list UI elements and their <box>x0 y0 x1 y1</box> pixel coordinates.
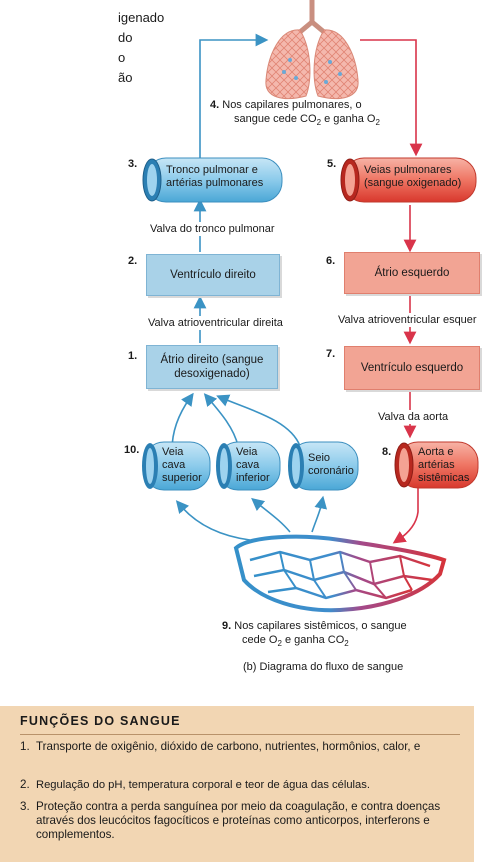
right-atrium-box: Átrio direito (sangue desoxigenado) <box>146 345 278 389</box>
step-4-line2-mid: e ganha O <box>321 113 376 125</box>
vena-cava-superior-label: Veia cava superior <box>162 446 202 484</box>
lungs-illustration <box>265 0 359 100</box>
step-9-sub1: 2 <box>277 639 282 649</box>
systemic-capillaries-illustration <box>233 534 447 613</box>
step-4-line2-pre: sangue cede CO <box>234 113 317 125</box>
legend-line-4: ão <box>118 70 133 85</box>
function-item: 2. Regulação do pH, temperatura corporal… <box>20 778 460 794</box>
function-item-text: Regulação do pH, temperatura corporal e … <box>36 779 370 791</box>
figure-caption: (b) Diagrama do fluxo de sangue <box>243 661 404 673</box>
step-3-number: 3. <box>128 158 138 170</box>
coronary-sinus-tube <box>288 441 359 491</box>
aorta-label: Aorta e artérias sistêmicas <box>418 446 470 484</box>
step-4-sub2: 2 <box>375 118 380 128</box>
step-4-line1: Nos capilares pulmonares, o <box>222 99 362 111</box>
function-item-number: 1. <box>20 740 30 753</box>
blood-flow-diagram <box>142 0 479 613</box>
vena-cava-inferior-tube <box>216 441 281 491</box>
arrow-from-lungs <box>360 39 423 157</box>
step-9-sub2: 2 <box>344 639 349 649</box>
left-atrium-box: Átrio esquerdo <box>344 252 480 294</box>
step-10-number: 10. <box>124 444 140 456</box>
functions-title: FUNÇÕES DO SANGUE <box>20 714 181 728</box>
step-9-label: 9. Nos capilares sistêmicos, o sangue ce… <box>222 619 462 651</box>
function-item-number: 3. <box>20 800 30 813</box>
step-7-number: 7. <box>326 348 336 360</box>
mitral-valve-label: Valva atrioventricular esquer <box>336 313 479 327</box>
function-item: 1. Transporte de oxigênio, dióxido de ca… <box>20 740 460 770</box>
pulmonary-trunk-tube <box>142 157 283 203</box>
step-2-number: 2. <box>128 255 138 267</box>
function-item-number: 2. <box>20 778 30 791</box>
vena-cava-inferior-label: Veia cava inferior <box>236 446 270 484</box>
legend-line-2: do <box>118 30 133 45</box>
left-ventricle-box: Ventrículo esquerdo <box>344 346 480 390</box>
functions-divider <box>20 734 460 735</box>
step-4-sub1: 2 <box>316 118 322 128</box>
step-6-number: 6. <box>326 255 336 267</box>
step-4-label: 4. Nos capilares pulmonares, o sangue ce… <box>210 98 410 130</box>
legend-line-1: igenado <box>118 10 165 25</box>
function-item-text: Proteção contra a perda sanguínea por me… <box>36 800 441 841</box>
tricuspid-valve-label: Valva atrioventricular direita <box>146 316 285 330</box>
step-9-line2-mid: e ganha CO <box>281 634 345 646</box>
step-9-line1: Nos capilares sistêmicos, o sangue <box>234 620 407 632</box>
legend-fragment: igenado do o ão <box>118 8 164 88</box>
step-3-label: Tronco pulmonar e artérias pulmonares <box>166 164 264 189</box>
blood-functions-panel: FUNÇÕES DO SANGUE 1. Transporte de oxigê… <box>0 706 474 862</box>
legend-line-3: o <box>118 50 126 65</box>
step-9-number: 9. <box>222 620 232 632</box>
step-8-number: 8. <box>382 446 392 458</box>
step-1-number: 1. <box>128 350 138 362</box>
pulmonary-veins-tube <box>340 157 477 203</box>
step-9-line2-pre: cede O <box>242 634 278 646</box>
function-item-text: Transporte de oxigênio, dióxido de carbo… <box>36 740 421 753</box>
step-4-number: 4. <box>210 99 220 111</box>
right-ventricle-box: Ventrículo direito <box>146 254 280 296</box>
function-item: 3. Proteção contra a perda sanguínea por… <box>20 800 460 846</box>
step-5-label: Veias pulmonares (sangue oxigenado) <box>364 164 462 189</box>
aortic-valve-label: Valva da aorta <box>376 410 451 424</box>
coronary-sinus-label: Seio coronário <box>308 452 354 477</box>
vena-cava-superior-tube <box>142 441 211 491</box>
aorta-tube <box>394 441 479 489</box>
step-5-number: 5. <box>327 158 337 170</box>
pulmonary-valve-label: Valva do tronco pulmonar <box>148 222 277 236</box>
arrow-to-lungs <box>199 33 269 158</box>
